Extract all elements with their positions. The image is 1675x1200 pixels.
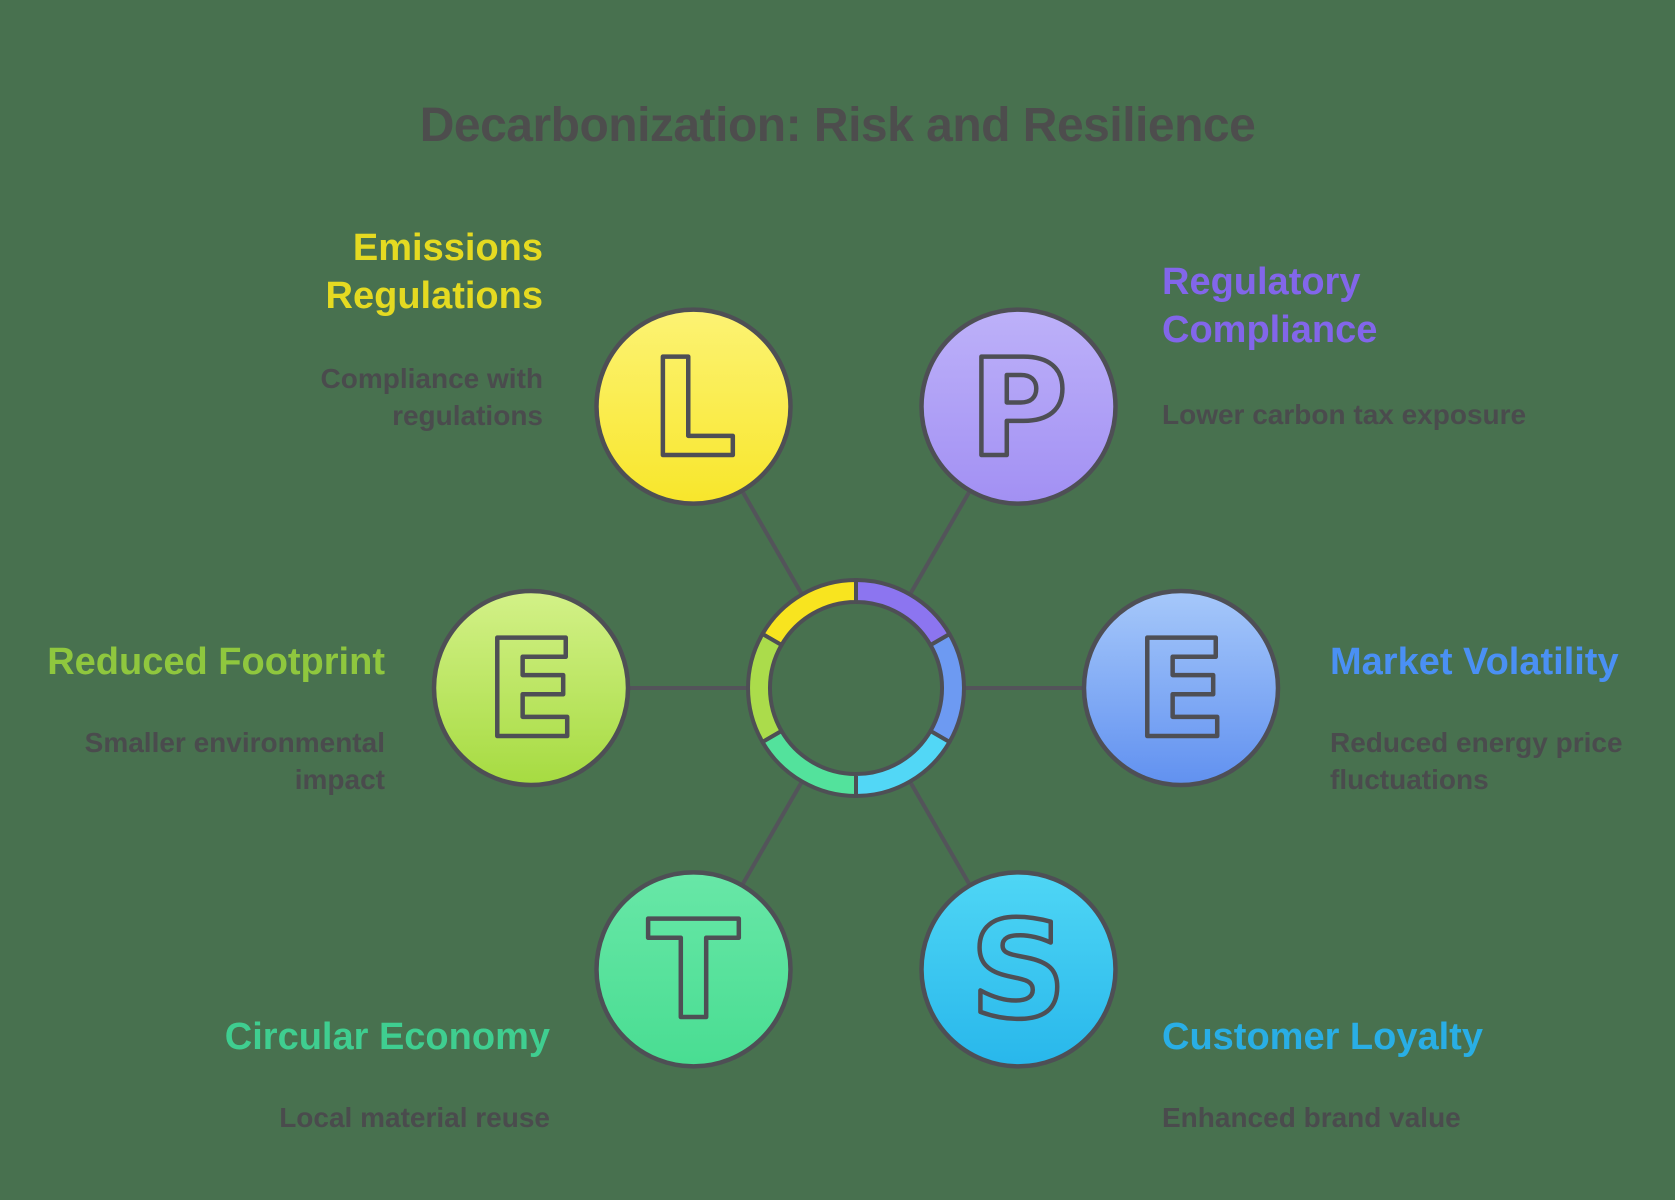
ring-segment-economic [928,632,966,744]
node-description-economic: Reduced energy price fluctuations [1330,727,1623,795]
label-block-economic: Market Volatility Reduced energy price f… [1330,620,1623,816]
node-circle-economic [1081,588,1281,788]
node-letter-technological: T [647,892,739,1049]
node-circle-political [919,307,1118,506]
node-letter-environmental: E [485,611,577,768]
node-label-political: Regulatory Compliance [1162,261,1378,351]
node-description-environmental: Smaller environmental impact [84,727,385,795]
ring-segment-social [854,729,952,798]
node-circle-legal [594,307,793,506]
node-description-social: Enhanced brand value [1162,1102,1461,1133]
ring-segment-technological [760,729,858,798]
node-letter-legal: L [650,330,736,487]
label-block-social: Customer Loyalty Enhanced brand value [1162,995,1483,1154]
node-letter-political: P [969,330,1068,487]
ring-segment-political [854,578,952,647]
node-label-environmental: Reduced Footprint [47,641,385,683]
ring-segment-legal [760,578,858,647]
node-description-political: Lower carbon tax exposure [1162,399,1527,430]
node-letter-economic: E [1135,611,1227,768]
node-description-legal: Compliance with regulations [320,363,543,431]
ring-segment-environmental [746,632,784,744]
node-label-social: Customer Loyalty [1162,1016,1483,1058]
label-block-legal: Emissions Regulations Compliance with re… [321,206,543,452]
node-letter-social: S [970,892,1067,1049]
node-label-legal: Emissions Regulations [325,227,543,317]
label-block-technological: Circular Economy Local material reuse [225,995,550,1154]
label-block-environmental: Reduced Footprint Smaller environmental … [47,620,385,816]
node-label-economic: Market Volatility [1330,641,1619,683]
page-title: Decarbonization: Risk and Resilience [419,99,1256,152]
node-label-technological: Circular Economy [224,1016,550,1058]
label-block-political: Regulatory Compliance Lower carbon tax e… [1162,240,1526,451]
node-circle-social [919,870,1118,1069]
node-description-technological: Local material reuse [279,1102,550,1133]
node-circle-technological [594,870,793,1069]
node-circle-environmental [431,588,631,788]
